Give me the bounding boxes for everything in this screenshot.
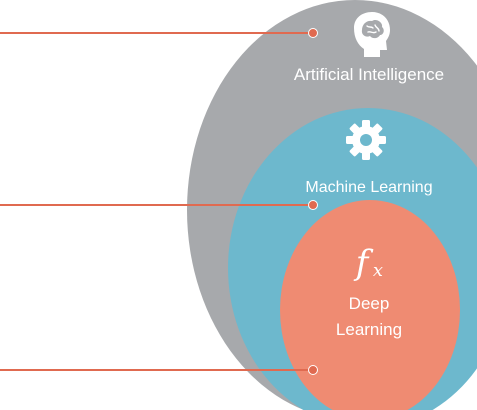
brain-head-icon <box>354 12 390 57</box>
gear-icon <box>346 120 386 160</box>
dl-ellipse <box>280 200 460 410</box>
connector-ml <box>0 200 318 210</box>
ai-label: Artificial Intelligence <box>294 65 444 84</box>
fx-x-glyph: x <box>373 260 383 281</box>
dl-label-line2: Learning <box>336 320 402 339</box>
connector-ai <box>0 28 318 38</box>
dl-label-line1: Deep <box>349 294 390 313</box>
ml-label: Machine Learning <box>305 179 432 196</box>
connector-dl <box>0 365 318 375</box>
